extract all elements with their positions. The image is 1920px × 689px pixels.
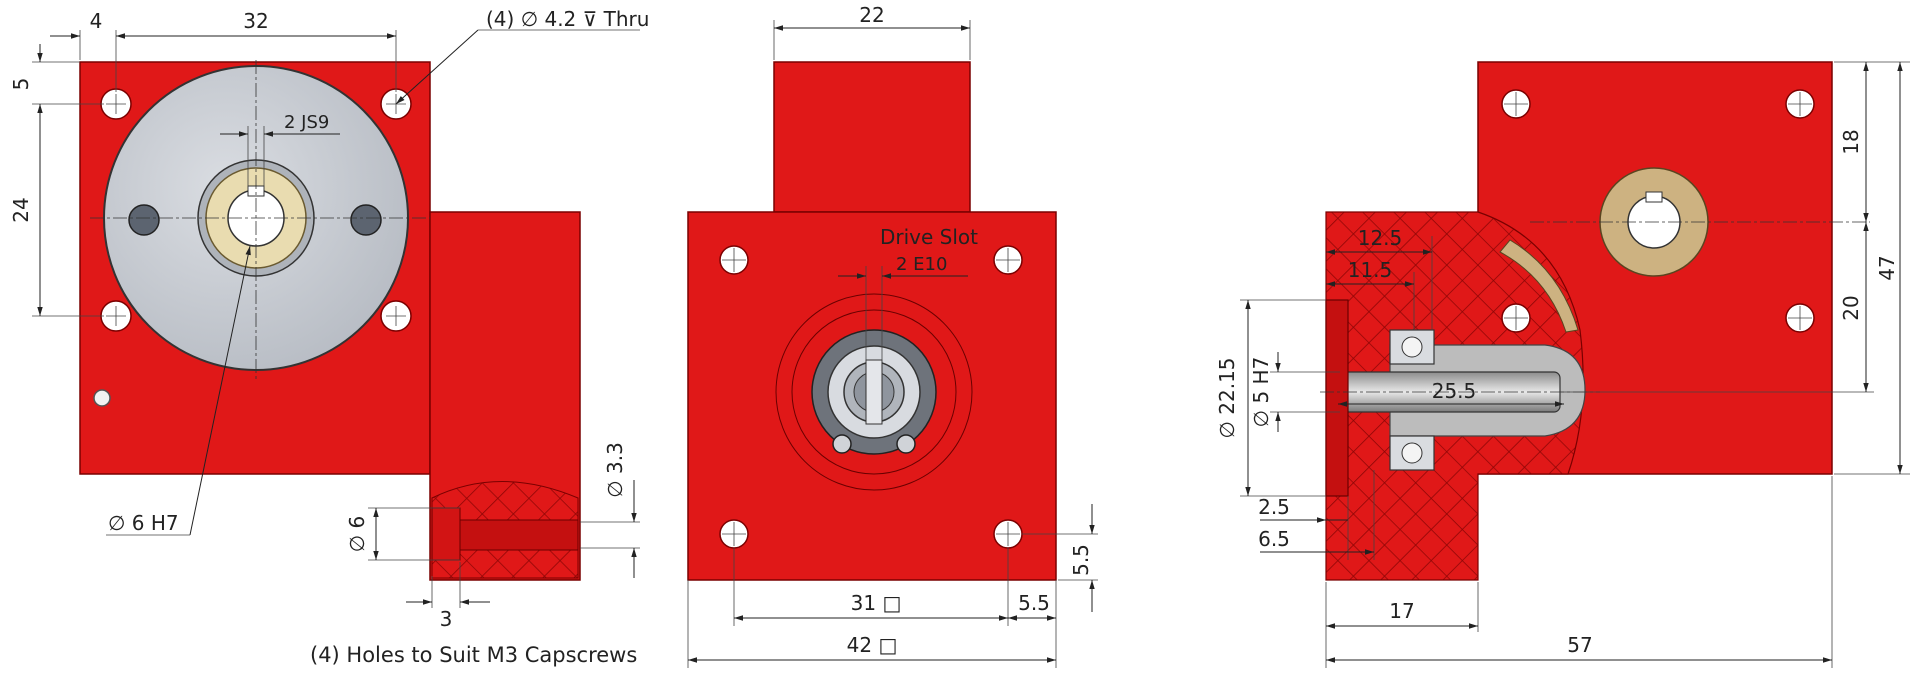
middle-boss-outline <box>775 293 973 491</box>
dim-pin-dia-33: ∅ 3.3 <box>603 442 627 498</box>
middle-clip-screw-left <box>832 434 852 454</box>
cover-screw-right <box>350 204 382 236</box>
dim-side-dia-2215: ∅ 22.15 <box>1215 357 1239 438</box>
front-view: 4 32 5 24 (4) ∅ 4.2 ⊽ Thru 2 JS9 ∅ 6 H7 … <box>9 7 649 667</box>
dim-side-17: 17 <box>1389 599 1414 623</box>
dim-middle-22: 22 <box>859 3 884 27</box>
side-ball-bottom <box>1401 442 1423 464</box>
middle-top-boss <box>773 61 971 213</box>
dim-middle-31: 31 □ <box>851 591 902 615</box>
dim-side-47: 47 <box>1875 255 1899 280</box>
dim-front-5: 5 <box>9 78 33 91</box>
side-ball-top <box>1401 336 1423 358</box>
dim-side-65: 6.5 <box>1258 527 1290 551</box>
small-screw <box>93 389 111 407</box>
side-keyway <box>1645 191 1663 203</box>
callout-mount-holes: (4) ∅ 4.2 ⊽ Thru <box>486 7 649 31</box>
dim-front-24: 24 <box>9 197 33 222</box>
dim-pin-dia-6: ∅ 6 <box>345 516 369 553</box>
dim-bore: ∅ 6 H7 <box>108 511 179 535</box>
caption-capscrews: (4) Holes to Suit M3 Capscrews <box>310 643 637 667</box>
dim-front-32: 32 <box>243 9 268 33</box>
dim-side-125: 12.5 <box>1358 226 1403 250</box>
label-drive-slot: Drive Slot <box>880 225 978 249</box>
middle-drive-slot <box>865 359 883 425</box>
dim-side-18: 18 <box>1839 129 1863 154</box>
cover-screw-left <box>128 204 160 236</box>
dim-side-255: 25.5 <box>1432 379 1477 403</box>
dim-drive-slot: 2 E10 <box>896 254 947 275</box>
leader-line <box>189 245 251 536</box>
dim-side-25: 2.5 <box>1258 495 1290 519</box>
dim-middle-55-vertical: 5.5 <box>1069 544 1093 576</box>
dim-side-dia-5: ∅ 5 H7 <box>1249 357 1273 428</box>
dim-middle-42: 42 □ <box>847 633 898 657</box>
dim-middle-55-horizontal: 5.5 <box>1018 591 1050 615</box>
dim-key-width: 2 JS9 <box>284 112 329 133</box>
leader-line <box>395 29 479 105</box>
front-pin-head <box>431 507 461 561</box>
dim-pin-depth: 3 <box>440 607 453 631</box>
side-view: 12.5 11.5 25.5 ∅ 22.15 ∅ 5 H7 2.5 6.5 17… <box>1215 61 1910 668</box>
dim-side-20: 20 <box>1839 295 1863 320</box>
dim-side-57: 57 <box>1567 633 1592 657</box>
side-flange <box>1325 299 1349 497</box>
middle-clip-screw-right <box>896 434 916 454</box>
middle-housing <box>791 309 957 475</box>
dim-side-115: 11.5 <box>1348 258 1393 282</box>
middle-view: 22 Drive Slot 2 E10 31 □ 5.5 42 □ 5.5 <box>687 3 1098 668</box>
side-worm-gear <box>1499 239 1579 333</box>
dim-front-4: 4 <box>90 9 103 33</box>
